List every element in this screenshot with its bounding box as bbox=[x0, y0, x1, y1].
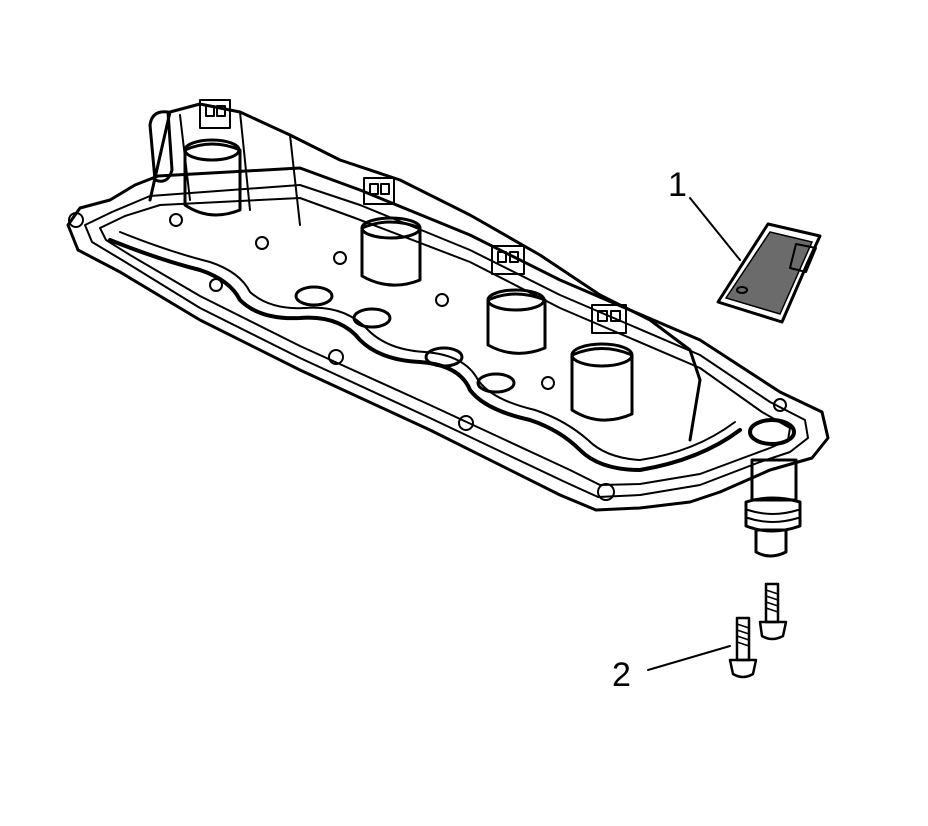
bolt-right bbox=[758, 582, 788, 641]
flange-bolt-holes bbox=[68, 212, 787, 501]
coil-tower-2 bbox=[360, 177, 422, 287]
bolt-left bbox=[728, 616, 758, 679]
leader-line-2 bbox=[647, 645, 731, 671]
callout-label-1: 1 bbox=[668, 166, 687, 204]
valve-body-housing bbox=[66, 99, 830, 558]
leader-line-1 bbox=[689, 197, 741, 261]
callout-label-2: 2 bbox=[612, 656, 631, 694]
filter-plate bbox=[716, 222, 822, 324]
coil-tower-4 bbox=[570, 304, 634, 422]
connector-fitting bbox=[744, 458, 802, 558]
bolt-icon bbox=[728, 582, 788, 679]
coil-tower-1 bbox=[183, 99, 242, 217]
coil-tower-3 bbox=[486, 245, 547, 355]
port-bosses bbox=[294, 285, 796, 446]
